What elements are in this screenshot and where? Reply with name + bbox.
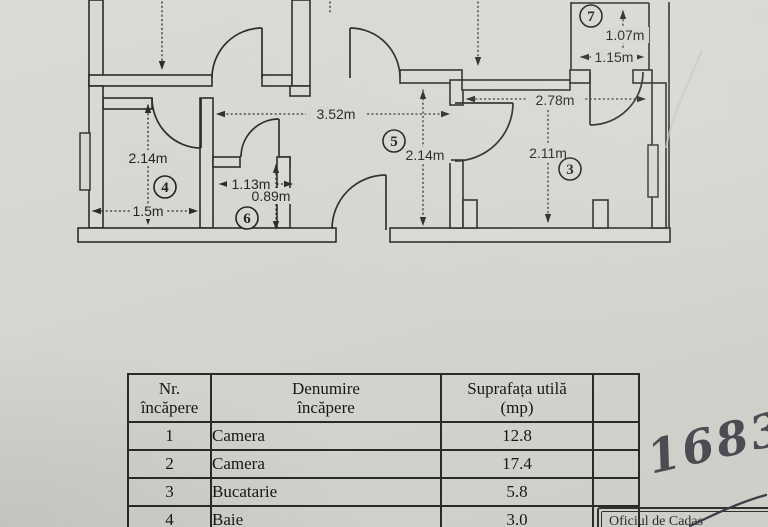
header-denumire: Denumire încăpere	[210, 373, 442, 423]
cell-room-number: 1	[127, 421, 212, 451]
table-row: 2 Camera 17.4	[127, 449, 640, 479]
rooms-table: Nr. încăpere Denumire încăpere Suprafața…	[127, 373, 640, 527]
table-row: 1 Camera 12.8	[127, 421, 640, 451]
dim-room6-height: 0.89m	[252, 188, 291, 204]
cell-room-name: Baie	[210, 505, 442, 527]
room-number-7: 7	[579, 4, 603, 28]
header-suprafata: Suprafața utilă (mp)	[440, 373, 594, 423]
cell-empty	[592, 477, 640, 507]
room-number-3: 3	[558, 157, 582, 181]
cell-room-area: 17.4	[440, 449, 594, 479]
office-stamp: Oficiul de Cadas	[597, 507, 768, 527]
cell-room-area: 12.8	[440, 421, 594, 451]
svg-text:3: 3	[566, 162, 574, 178]
cell-room-area: 5.8	[440, 477, 594, 507]
cell-room-number: 3	[127, 477, 212, 507]
svg-text:7: 7	[587, 9, 595, 25]
room-numbers: 3 4 5 6 7	[153, 4, 603, 230]
table-header-row: Nr. încăpere Denumire încăpere Suprafața…	[127, 373, 640, 423]
dimension-lines	[92, 1, 646, 230]
dim-hall-height: 2.14m	[406, 147, 445, 163]
stamp-text: Oficiul de Cadas	[601, 511, 768, 527]
room-number-4: 4	[153, 175, 177, 199]
room-number-5: 5	[382, 129, 406, 153]
cell-room-name: Camera	[210, 449, 442, 479]
dim-room7-width: 1.15m	[595, 49, 634, 65]
dim-room6-width: 1.13m	[232, 176, 271, 192]
dimension-label-backgrounds	[122, 27, 649, 219]
room-number-6: 6	[235, 206, 259, 230]
dimension-arrows	[92, 10, 646, 230]
cell-room-number: 4	[127, 505, 212, 527]
dim-room7-height: 1.07m	[606, 27, 645, 43]
table-row: 4 Baie 3.0	[127, 505, 640, 527]
cell-room-name: Bucatarie	[210, 477, 442, 507]
table-row: 3 Bucatarie 5.8	[127, 477, 640, 507]
window-marks	[79, 132, 659, 198]
cell-empty	[592, 421, 640, 451]
doors	[151, 27, 644, 230]
cell-empty	[592, 449, 640, 479]
dim-hall-width: 3.52m	[317, 106, 356, 122]
pen-stroke	[688, 493, 768, 527]
cell-room-number: 2	[127, 449, 212, 479]
dim-room4-height: 2.14m	[129, 150, 168, 166]
cell-room-area: 3.0	[440, 505, 594, 527]
header-empty	[592, 373, 640, 423]
dim-room4-width: 1.5m	[132, 203, 163, 219]
svg-text:4: 4	[161, 180, 169, 196]
dim-room3-width: 2.78m	[536, 92, 575, 108]
svg-text:5: 5	[390, 134, 398, 150]
paper-crease	[665, 49, 703, 149]
cell-room-name: Camera	[210, 421, 442, 451]
dim-room3-height: 2.11m	[529, 145, 567, 161]
walls	[77, 0, 671, 243]
svg-text:6: 6	[243, 211, 251, 227]
header-nr: Nr. încăpere	[127, 373, 212, 423]
